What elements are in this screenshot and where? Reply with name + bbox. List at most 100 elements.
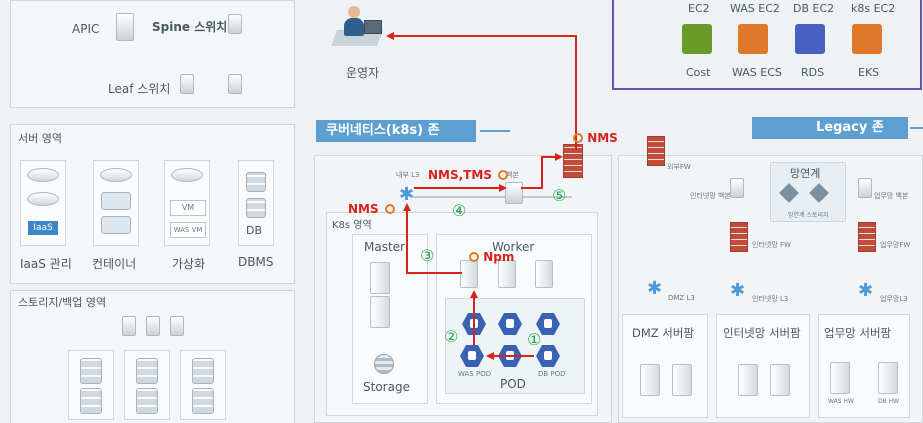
internet-firewall-icon	[730, 222, 748, 252]
aws-k8s-ec2-label: k8s EC2	[851, 2, 896, 15]
cost-label: Cost	[686, 66, 711, 79]
internet-l3-switch-icon: ✱	[730, 280, 746, 301]
was-hw-server-icon	[830, 362, 850, 394]
eks-label: EKS	[858, 66, 880, 79]
operator-icon	[331, 4, 383, 48]
db-pod-label: DB POD	[538, 370, 566, 378]
was-ecs-icon	[738, 24, 768, 54]
container-disk-icon	[100, 168, 132, 182]
server-zone-title: 서버 영역	[18, 132, 62, 145]
storage-zone-title: 스토리지/백업 영역	[18, 296, 107, 309]
worker-server-icon-2	[498, 260, 516, 288]
storage-unit-icon-6	[192, 388, 214, 414]
leaf-label: Leaf 스위치	[108, 82, 171, 96]
backbone-label: 백본	[506, 171, 519, 179]
mangyeon-sub-label: 망연계 스토리지	[788, 212, 829, 219]
dmz-farm-panel	[622, 314, 708, 418]
nms-annotation-l3: NMS	[348, 202, 395, 216]
aws-db-ec2-label: DB EC2	[793, 2, 835, 15]
storage-unit-icon-2	[80, 388, 102, 414]
nms-icon-3	[384, 204, 395, 214]
internet-l3-label: 인터넷망 L3	[752, 295, 789, 303]
business-backbone-icon	[858, 178, 872, 198]
was-ecs-label: WAS ECS	[732, 66, 782, 79]
network-panel	[10, 0, 295, 108]
virtualization-disk-icon	[171, 168, 203, 182]
storage-switch-icon-2	[146, 316, 160, 336]
virtualization-label: 가상화	[172, 257, 206, 271]
k8s-banner: 쿠버네티스(k8s) 존	[316, 120, 476, 142]
nms-icon-2	[498, 170, 509, 180]
dmz-farm-label: DMZ 서버팜	[632, 326, 695, 340]
iaas-disk-icon-2	[27, 192, 59, 206]
flow-worker-to-l3	[403, 203, 462, 274]
business-firewall-icon	[858, 222, 876, 252]
step-3-number: ③	[420, 246, 435, 265]
pod-label: POD	[500, 377, 526, 391]
step-4-number: ④	[452, 201, 467, 220]
docker-icon	[101, 192, 131, 210]
nms-tms-text: NMS,TMS	[428, 168, 492, 182]
internet-backbone-label: 인터넷망 백본	[690, 192, 731, 200]
step-1-number: ①	[527, 330, 542, 349]
nms-text-2: NMS	[348, 202, 379, 216]
mangyeon-label: 망연계	[790, 167, 821, 180]
npm-annotation: Npm	[467, 250, 514, 264]
legacy-fw-label: 외부FW	[667, 163, 691, 171]
iaas-label: IaaS 관리	[20, 257, 72, 271]
nms-text: NMS	[587, 131, 618, 145]
firewall-icon	[563, 144, 583, 178]
pod-icon-2	[498, 312, 522, 336]
storage-unit-icon-4	[136, 388, 158, 414]
internet-farm-panel	[716, 314, 810, 418]
master-server-icon	[370, 262, 390, 294]
inner-l3-switch-icon: ✱	[399, 184, 415, 205]
flow-backbone-to-firewall	[521, 153, 563, 189]
k8s-area-label: K8s 영역	[332, 220, 372, 231]
legacy-banner-tail	[910, 127, 923, 129]
rds-icon	[795, 24, 825, 54]
db-chip: DB	[246, 224, 263, 237]
storage-unit-icon-5	[192, 358, 214, 384]
spine-label: Spine 스위치	[152, 20, 228, 34]
internet-backbone-icon	[730, 178, 744, 198]
spine-switch-icon	[228, 14, 242, 34]
nms-annotation-firewall: NMS	[571, 131, 618, 145]
npm-text: Npm	[483, 250, 515, 264]
aws-was-ec2-label: WAS EC2	[730, 2, 780, 15]
cost-icon	[682, 24, 712, 54]
internet-fw-label: 인터넷망 FW	[752, 241, 791, 249]
leaf-switch-icon-2	[228, 74, 242, 94]
business-fw-label: 업무망FW	[880, 241, 911, 249]
db-stack-icon	[246, 172, 266, 192]
db-pod-icon	[536, 344, 560, 368]
aws-box	[612, 0, 922, 90]
storage-icon	[374, 354, 394, 374]
dmz-server-icon	[640, 364, 660, 396]
apic-icon	[116, 13, 134, 41]
container-label: 컨테이너	[92, 257, 137, 271]
inner-l3-label: 내부 L3	[396, 171, 420, 179]
aws-ec2-label: EC2	[688, 2, 710, 15]
nms-icon	[573, 133, 583, 143]
storage-unit-icon	[80, 358, 102, 384]
master-label: Master	[364, 240, 405, 254]
master-panel	[352, 234, 428, 404]
was-pod-icon	[460, 344, 484, 368]
k8s-banner-tail	[480, 130, 510, 132]
db-hw-server-icon	[878, 362, 898, 394]
rds-label: RDS	[801, 66, 825, 79]
storage-switch-icon-3	[170, 316, 184, 336]
leaf-switch-icon	[180, 74, 194, 94]
internet-farm-label: 인터넷망 서버팜	[723, 326, 801, 340]
worker-server-icon-3	[535, 260, 553, 288]
business-l3-label: 업무망L3	[880, 295, 908, 303]
internet-server-icon-2	[770, 364, 790, 396]
dmz-l3-label: DMZ L3	[668, 294, 695, 302]
dmz-l3-switch-icon: ✱	[647, 278, 663, 299]
storage-switch-icon	[122, 316, 136, 336]
dbms-label: DBMS	[238, 255, 274, 269]
iaas-chip: IaaS	[28, 221, 58, 235]
business-l3-switch-icon: ✱	[858, 280, 874, 301]
